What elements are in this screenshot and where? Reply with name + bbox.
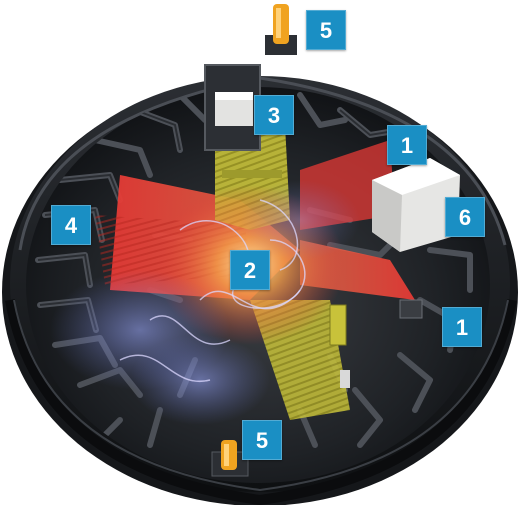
contact-pin-top bbox=[265, 4, 297, 55]
callout-5-top: 5 bbox=[306, 10, 346, 50]
top-sensor-module bbox=[205, 65, 260, 150]
callout-3: 3 bbox=[254, 95, 294, 135]
callout-6: 6 bbox=[445, 197, 485, 237]
callout-2: 2 bbox=[230, 250, 270, 290]
callout-1-bottom: 1 bbox=[442, 307, 482, 347]
callout-1-top: 1 bbox=[387, 125, 427, 165]
callout-4: 4 bbox=[51, 205, 91, 245]
callout-5-bottom: 5 bbox=[242, 420, 282, 460]
